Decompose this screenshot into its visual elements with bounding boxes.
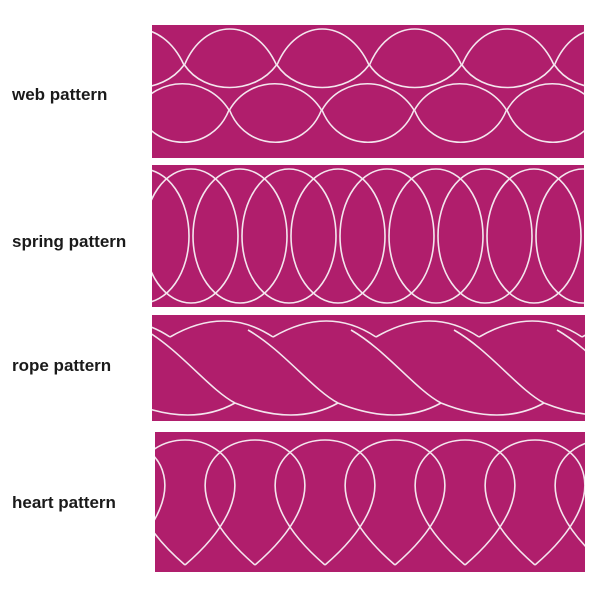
label-heart-pattern: heart pattern [12,493,116,512]
stitch-line [484,439,585,566]
stitch-line [478,320,583,338]
stitch-line [152,333,236,404]
stitch-line [247,329,339,404]
stitch-line [152,31,185,87]
stitch-line [437,168,533,304]
stitch-line [554,442,585,547]
stitch-line [350,329,442,404]
stitch-line [581,334,585,338]
stitch-line [337,402,442,416]
stitch-line [440,402,545,416]
stitch-line [461,28,555,89]
stitch-line [368,28,463,89]
stitch-line [169,320,274,338]
stitch-line [152,402,236,416]
stitch-line [290,168,386,304]
stitch-line [344,439,446,566]
stitch-line [453,329,545,404]
stitch-line [155,456,166,521]
stitch-line [234,402,339,416]
stitch-line [339,168,435,304]
stitch-line [413,82,508,143]
web-pattern-swatch [152,25,584,158]
stitch-line [274,439,376,566]
stitch-line [535,168,584,304]
stitch-line [152,326,171,338]
stitch-line [272,320,377,338]
label-spring-pattern: spring pattern [12,232,127,251]
stitch-line [276,28,370,89]
stitch-line [183,28,278,89]
stitch-line [152,168,239,304]
stitch-line [321,82,415,143]
rope-pattern-swatch [152,315,585,421]
stitch-line [375,320,480,338]
stitch-line [192,168,288,304]
label-rope-pattern: rope pattern [12,356,112,375]
label-web-pattern: web pattern [12,85,108,104]
stitch-line [543,402,585,415]
stitch-line [152,82,230,143]
stitch-line [152,169,190,303]
stitch-line [204,439,306,566]
stitch-line [506,82,584,143]
stitch-line [414,439,516,566]
stitch-line [228,82,323,143]
stitch-line [155,439,236,566]
stitch-line [556,329,585,352]
stitch-line [241,168,337,304]
stitch-line [486,168,582,304]
stitch-line [388,168,484,304]
spring-pattern-swatch [152,165,584,307]
stitch-line [553,31,584,87]
heart-pattern-swatch [155,432,585,572]
